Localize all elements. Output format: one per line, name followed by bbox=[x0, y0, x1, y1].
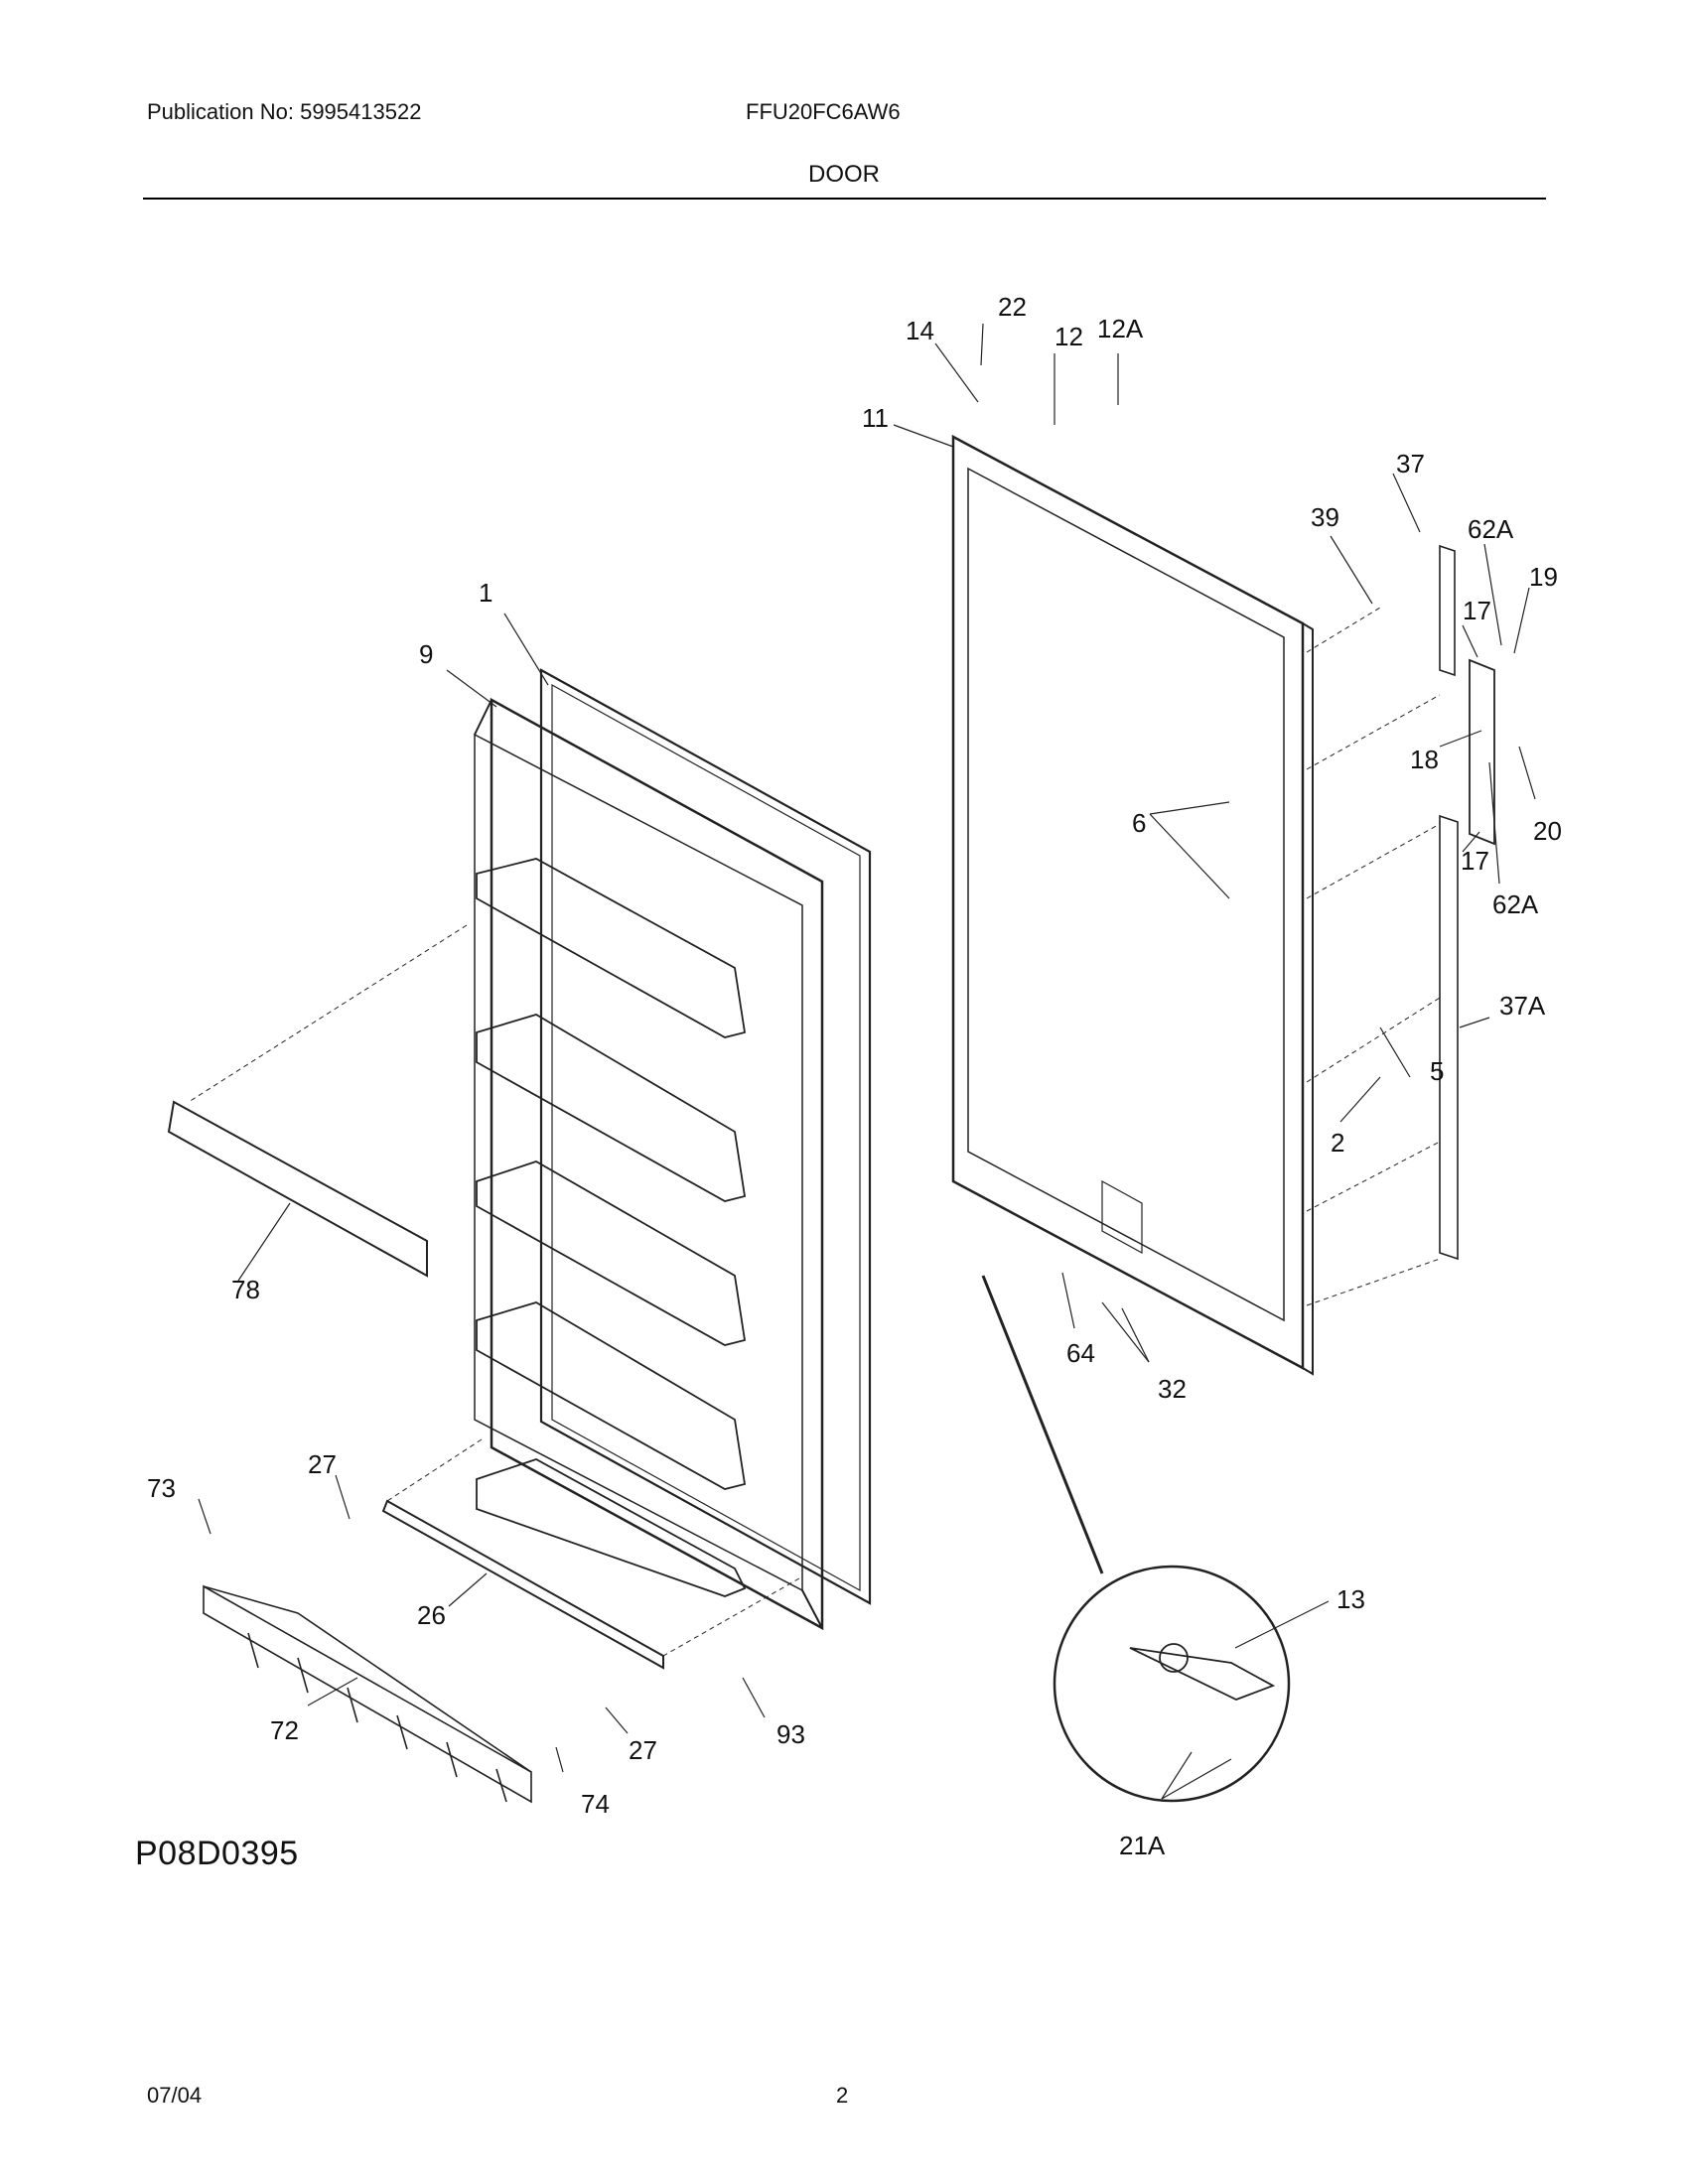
trim-strip-37a bbox=[1439, 814, 1459, 1261]
callout-73: 73 bbox=[147, 1473, 176, 1503]
removable-shelf bbox=[167, 1100, 428, 1278]
footer-date: 07/04 bbox=[147, 2083, 203, 2108]
door-gasket bbox=[539, 668, 872, 1605]
callout-64: 64 bbox=[1066, 1338, 1095, 1368]
section-title: DOOR bbox=[808, 161, 880, 188]
callout-5: 5 bbox=[1430, 1056, 1444, 1086]
callout-9: 9 bbox=[419, 639, 433, 669]
callout-32: 32 bbox=[1158, 1374, 1187, 1404]
callout-27b: 27 bbox=[629, 1735, 657, 1765]
callout-12: 12 bbox=[1055, 322, 1083, 351]
callout-39: 39 bbox=[1311, 502, 1339, 532]
hinge-detail-circle bbox=[1053, 1565, 1291, 1803]
callout-18: 18 bbox=[1410, 745, 1439, 774]
trim-strip-37 bbox=[1439, 544, 1456, 677]
callout-13: 13 bbox=[1336, 1584, 1365, 1614]
page-number: 2 bbox=[836, 2083, 849, 2108]
callout-6: 6 bbox=[1132, 808, 1146, 838]
bottom-trim bbox=[381, 1499, 664, 1670]
model-number: FFU20FC6AW6 bbox=[746, 99, 901, 124]
hinge-bracket bbox=[1129, 1647, 1276, 1701]
callout-21a: 21A bbox=[1119, 1831, 1166, 1860]
callout-62a-bot: 62A bbox=[1492, 889, 1539, 919]
door-handle bbox=[1469, 658, 1495, 846]
callout-72: 72 bbox=[270, 1715, 299, 1745]
callout-19: 19 bbox=[1529, 562, 1558, 592]
callout-74: 74 bbox=[581, 1789, 610, 1819]
callout-11: 11 bbox=[862, 403, 889, 433]
outer-door-panel bbox=[951, 434, 1314, 1376]
callout-14: 14 bbox=[906, 316, 934, 345]
door-basket bbox=[203, 1584, 532, 1804]
callout-labels: 1 9 78 73 27 26 72 27 93 74 11 14 22 12 … bbox=[147, 292, 1562, 1860]
publication-number: Publication No: 5995413522 bbox=[147, 99, 422, 124]
header-rule bbox=[143, 198, 1546, 200]
callout-93: 93 bbox=[776, 1719, 805, 1749]
callout-37a: 37A bbox=[1499, 991, 1546, 1021]
callout-2: 2 bbox=[1331, 1128, 1344, 1158]
liner-shelves bbox=[476, 858, 747, 1597]
callout-26: 26 bbox=[417, 1600, 446, 1630]
callout-17-top: 17 bbox=[1463, 596, 1491, 625]
callout-37: 37 bbox=[1396, 449, 1425, 478]
callout-12a: 12A bbox=[1097, 314, 1144, 343]
drawing-code: P08D0395 bbox=[135, 1835, 299, 1872]
callout-27a: 27 bbox=[308, 1449, 337, 1479]
callout-22: 22 bbox=[998, 292, 1027, 322]
callout-78: 78 bbox=[231, 1275, 260, 1304]
callout-17-bot: 17 bbox=[1461, 846, 1489, 876]
callout-1: 1 bbox=[479, 578, 492, 608]
callout-20: 20 bbox=[1533, 816, 1562, 846]
callout-62a-top: 62A bbox=[1468, 514, 1514, 544]
